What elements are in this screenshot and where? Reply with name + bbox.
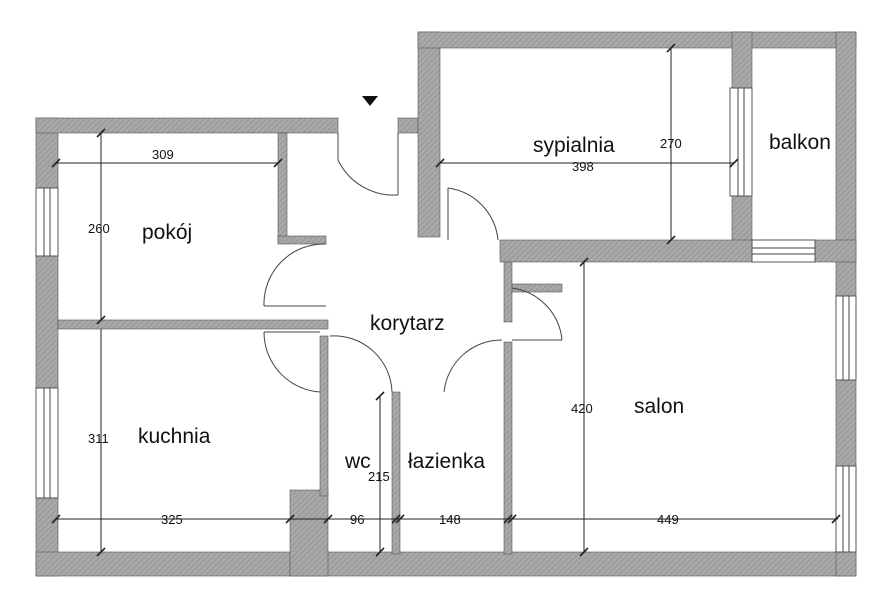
window-salon-lower — [835, 465, 857, 553]
room-label-korytarz: korytarz — [370, 312, 445, 335]
dimension-labels: 309 260 398 270 420 311 215 325 96 148 4… — [88, 136, 682, 527]
window-balkon-door — [751, 239, 816, 263]
dim-kuchnia-height: 311 — [88, 431, 109, 446]
window-pokoj — [35, 187, 59, 257]
room-label-lazienka: łazienka — [408, 450, 485, 473]
entrance-marker-icon — [362, 96, 378, 106]
room-label-salon: salon — [634, 395, 684, 418]
interior-walls — [57, 132, 563, 555]
dim-sypialnia-width: 398 — [572, 159, 594, 174]
dim-salon-width: 449 — [657, 512, 679, 527]
room-labels: pokój sypialnia balkon korytarz kuchnia … — [138, 131, 831, 473]
dim-pokoj-height: 260 — [88, 221, 110, 236]
dim-salon-height: 420 — [571, 401, 593, 416]
room-label-balkon: balkon — [769, 131, 831, 154]
dim-kuchnia-width: 325 — [161, 512, 183, 527]
window-sypialnia — [729, 87, 753, 197]
dim-wc-height: 215 — [368, 469, 390, 484]
dimension-lines — [51, 43, 841, 557]
dim-lazienka-width: 148 — [439, 512, 461, 527]
room-label-pokoj: pokój — [142, 221, 192, 244]
window-salon-upper — [835, 295, 857, 381]
windows — [35, 87, 857, 553]
room-label-kuchnia: kuchnia — [138, 425, 211, 448]
doors — [263, 133, 563, 393]
dim-wc-width: 96 — [350, 512, 364, 527]
exterior-walls — [35, 31, 857, 577]
dim-sypialnia-height: 270 — [660, 136, 682, 151]
room-label-sypialnia: sypialnia — [533, 134, 615, 157]
room-label-wc: wc — [344, 450, 371, 473]
dim-pokoj-width: 309 — [152, 147, 174, 162]
window-kuchnia — [35, 387, 59, 499]
